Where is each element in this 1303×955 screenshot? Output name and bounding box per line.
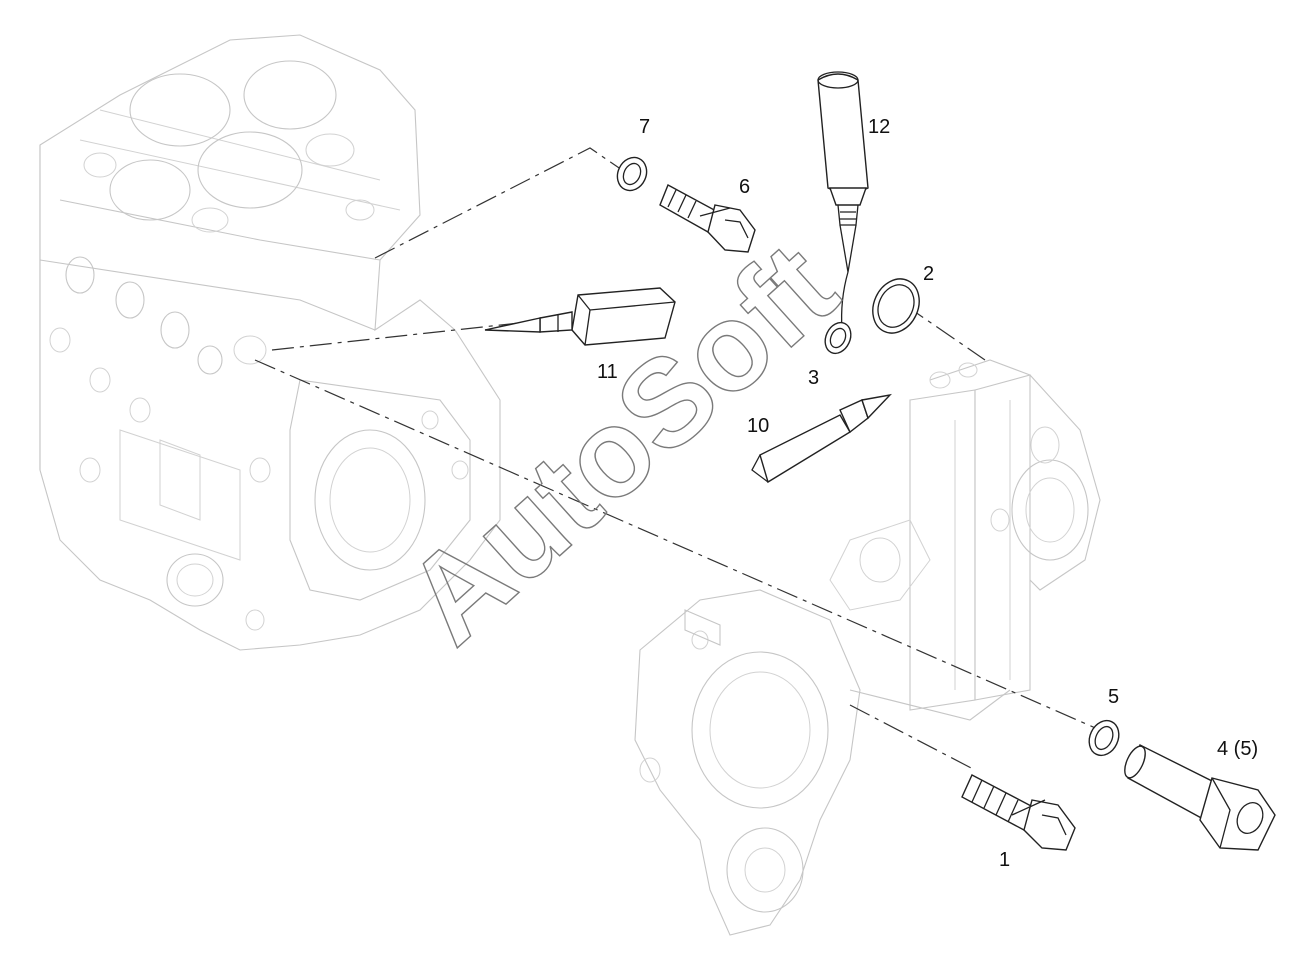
callout-2: 2 <box>923 263 934 285</box>
center-line-part-5 <box>254 359 1101 731</box>
callouts: 7 6 12 2 11 3 10 5 4 (5) 1 <box>597 116 1258 871</box>
front-housing-ghost <box>634 359 1101 936</box>
callout-1: 1 <box>999 849 1010 871</box>
sealant-bottle-11 <box>484 287 676 346</box>
callout-12: 12 <box>868 116 890 138</box>
washer-7 <box>616 156 648 192</box>
o-ring-2 <box>872 278 920 334</box>
hollow-screw-4 <box>1124 744 1276 851</box>
callout-5: 5 <box>1108 686 1119 708</box>
callout-7: 7 <box>639 116 650 138</box>
sealant-tube-12 <box>817 71 869 331</box>
center-line-part-2 <box>904 304 986 361</box>
bolt-1 <box>961 774 1076 851</box>
ring-3 <box>824 321 852 355</box>
callout-6: 6 <box>739 176 750 198</box>
washer-5 <box>1088 719 1120 757</box>
bolt-6 <box>659 184 756 253</box>
center-line-part-7 <box>374 147 626 259</box>
sealant-tube-10 <box>751 393 892 484</box>
callout-10: 10 <box>747 415 769 437</box>
callout-3: 3 <box>808 367 819 389</box>
callout-4: 4 (5) <box>1217 738 1258 760</box>
engine-block-ghost <box>39 34 501 651</box>
center-line-part-1 <box>849 704 976 771</box>
callout-11: 11 <box>597 361 618 383</box>
